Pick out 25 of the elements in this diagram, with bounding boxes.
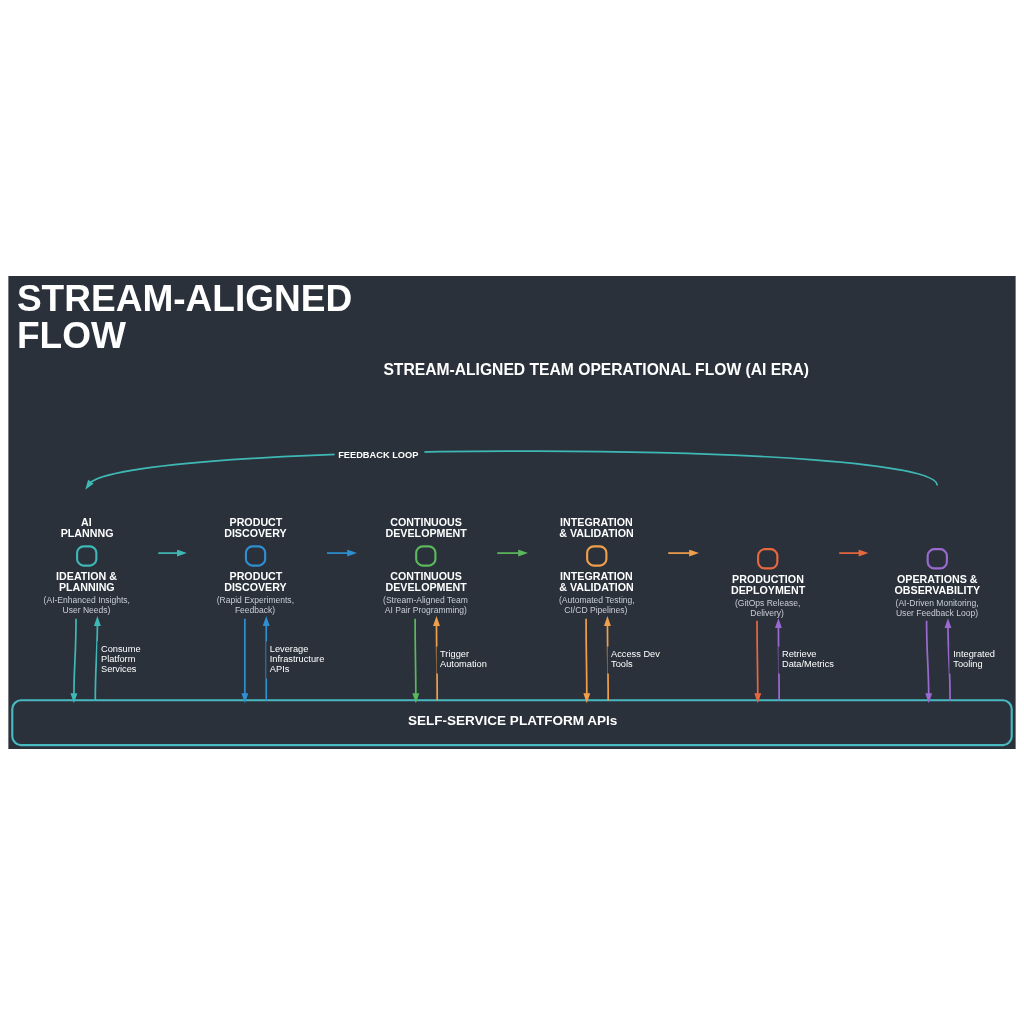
node-label: (Stream-Aligned Team AI Pair Programming)	[383, 594, 468, 615]
node-label: CONTINUOUS DEVELOPMENT	[385, 515, 467, 539]
edge-label: Consume Platform Services	[100, 643, 141, 674]
node-label: CONTINUOUS DEVELOPMENT	[385, 569, 467, 593]
node-label: IDEATION & PLANNING	[56, 569, 117, 593]
node-label: (GitOps Release, Delivery)	[734, 597, 801, 618]
label: STREAM-ALIGNED TEAM OPERATIONAL FLOW (AI ERA)	[383, 360, 810, 378]
node-label: PRODUCT DISCOVERY	[224, 569, 287, 593]
node-label: PRODUCTION DEPLOYMENT	[731, 572, 806, 596]
node-label: INTEGRATION & VALIDATION	[559, 515, 634, 539]
edge-label: Trigger Automation	[440, 648, 487, 669]
node-label: AI PLANNNG	[60, 515, 114, 539]
node-label: OPERATIONS & OBSERVABILITY	[894, 572, 981, 596]
edge-label: Access Dev Tools	[611, 648, 660, 669]
edge-label: FEEDBACK LOOP	[338, 449, 419, 460]
node-label: (AI-Enhanced Insights, User Needs)	[43, 594, 130, 615]
edge-label: Retrieve Data/Metrics	[781, 648, 834, 669]
node-label: (Automated Testing, CI/CD Pipelines)	[559, 594, 635, 615]
node-label: (AI-Driven Monitoring, User Feedback Loop)	[895, 597, 979, 618]
edge-label: Integrated Tooling	[953, 648, 995, 669]
node-label: (Rapid Experiments, Feedback)	[216, 594, 295, 615]
node-label: PRODUCT DISCOVERY	[224, 515, 287, 539]
node-label: INTEGRATION & VALIDATION	[559, 569, 634, 593]
edge-label: Leverage Infrastructure APIs	[269, 643, 325, 674]
diagram-title: STREAM-ALIGNED FLOW	[16, 276, 353, 356]
